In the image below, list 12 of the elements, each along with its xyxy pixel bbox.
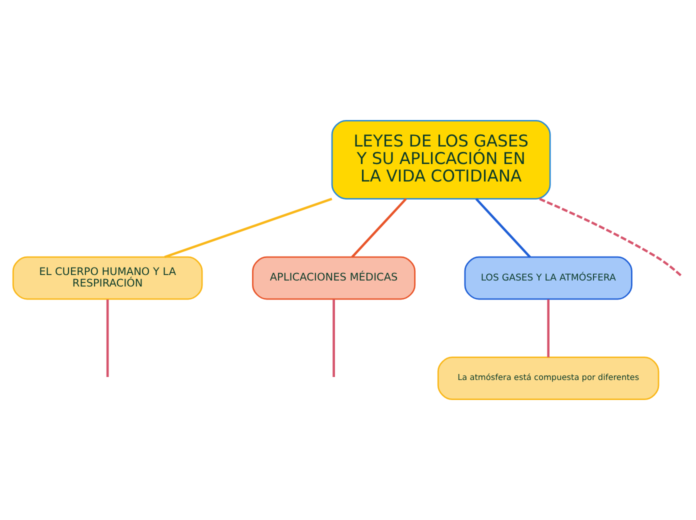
node-box: LOS GASES Y LA ATMÓSFERA [464,256,632,300]
node-box: LEYES DE LOS GASES Y SU APLICACIÓN EN LA VIDA COTIDIANA [331,120,551,200]
connector [106,300,109,378]
connector [164,198,332,258]
connector [475,198,531,258]
connector [351,198,407,258]
connector [332,300,335,378]
connector [539,198,684,278]
node-box: APLICACIONES MÉDICAS [252,256,416,300]
connector [547,300,550,358]
node-box: La atmósfera está compuesta por diferentes [437,356,660,400]
node-box: EL CUERPO HUMANO Y LA RESPIRACIÓN [12,256,203,300]
